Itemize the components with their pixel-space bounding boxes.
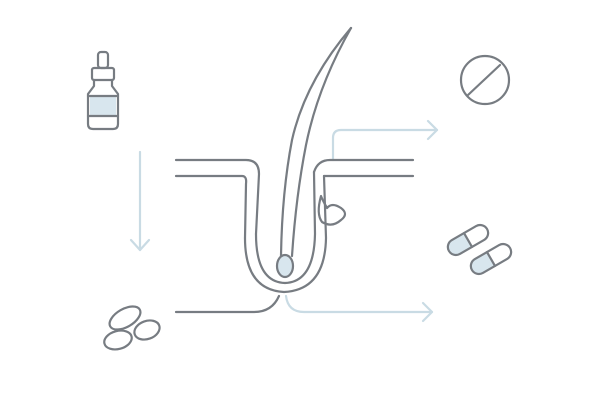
lower-right-arrow (284, 294, 434, 323)
dropper-bottle-icon (86, 50, 120, 131)
upper-right-arrow (331, 119, 439, 162)
capsules-icon (446, 223, 513, 276)
hair-follicle-icon (174, 26, 415, 314)
oval-pills-icon (103, 305, 161, 351)
down-arrow (129, 150, 151, 252)
tablet-icon (459, 54, 511, 106)
